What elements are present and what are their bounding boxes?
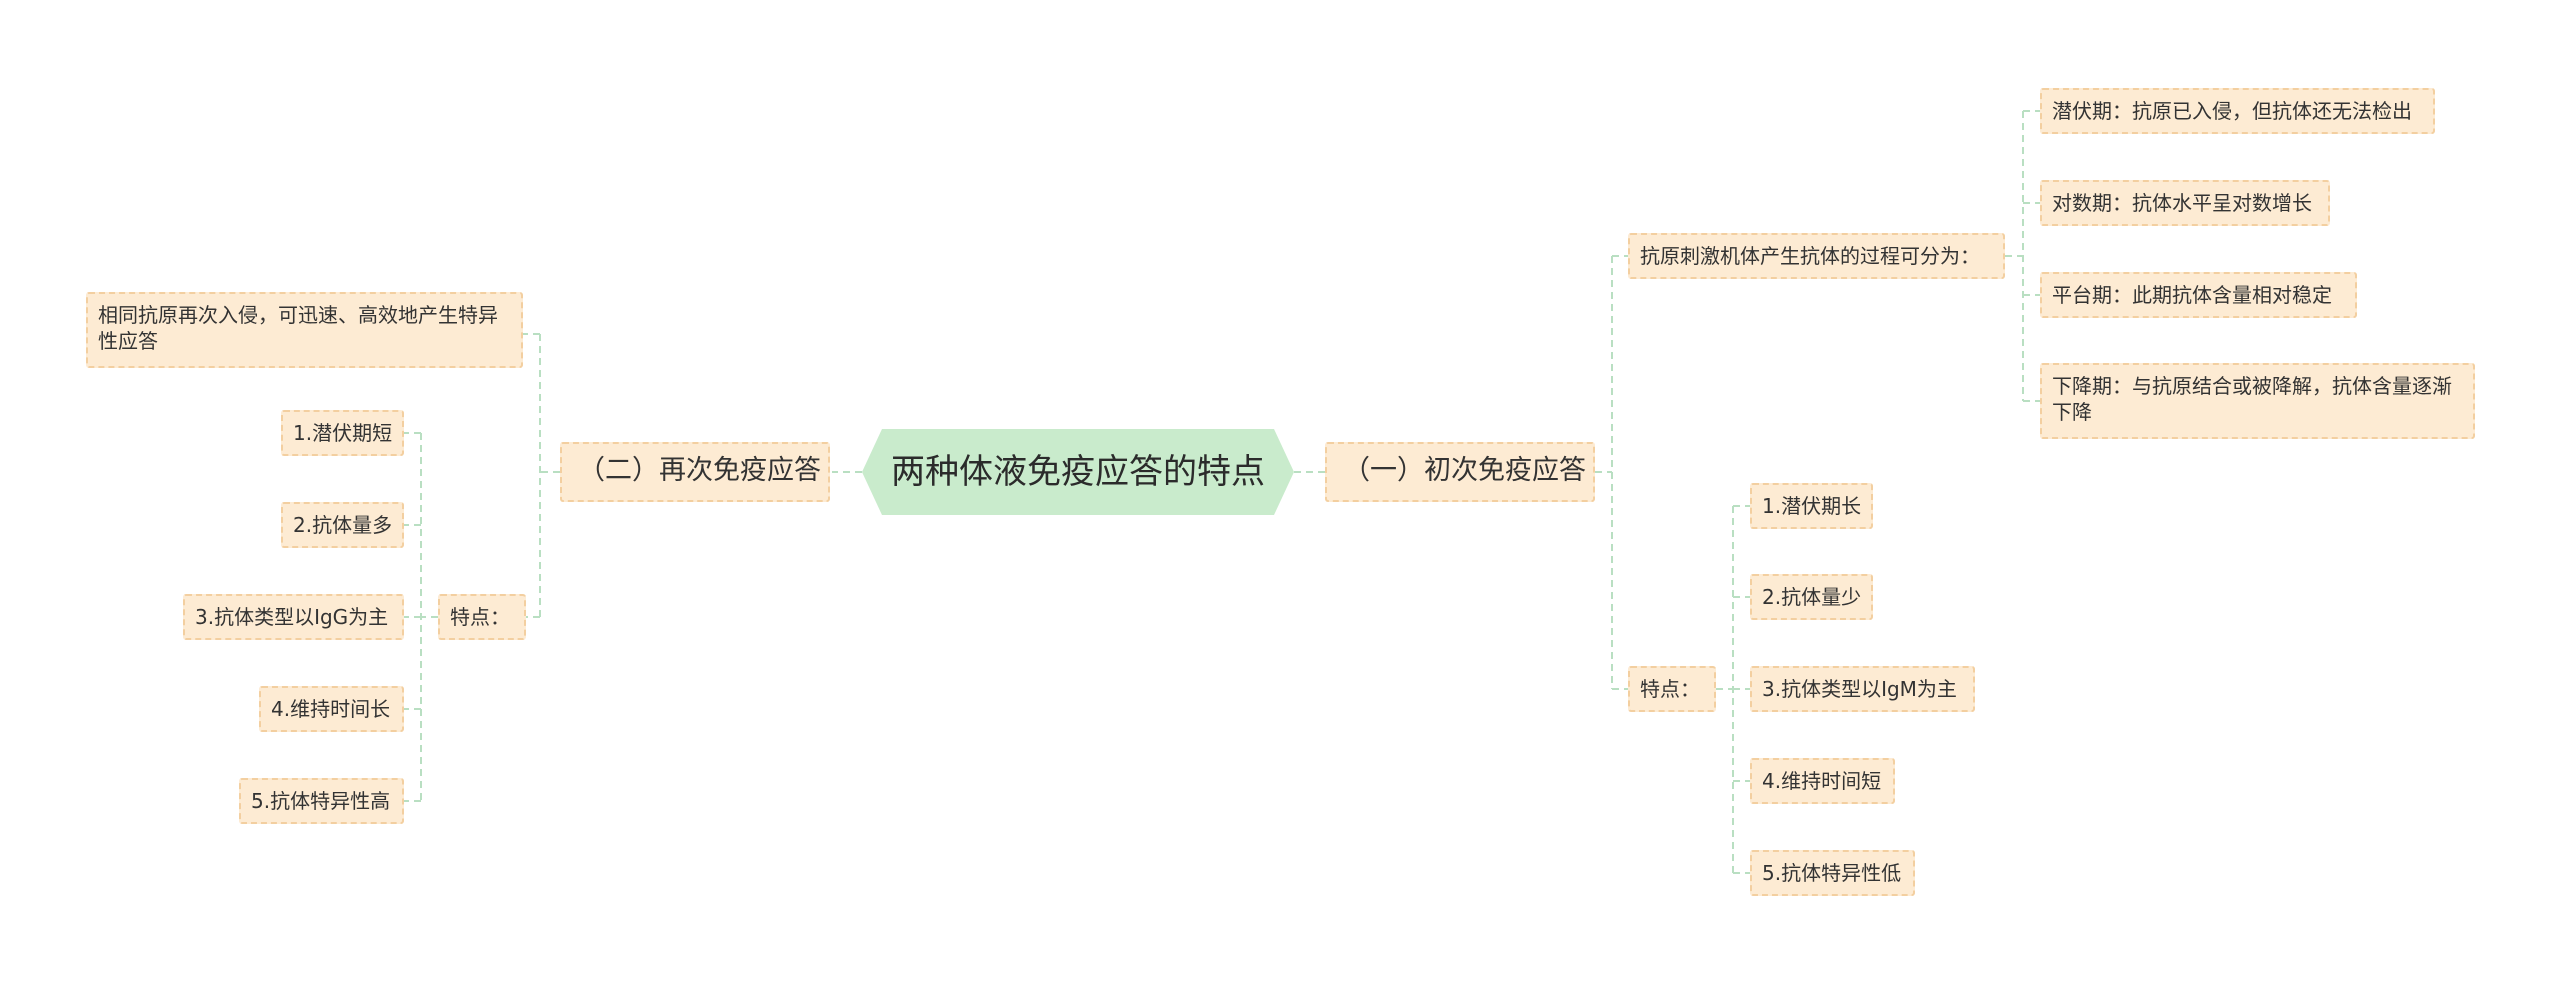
- stage-node-latent[interactable]: 潜伏期：抗原已入侵，但抗体还无法检出: [2040, 88, 2435, 134]
- stage-node-plateau[interactable]: 平台期：此期抗体含量相对稳定: [2040, 272, 2357, 318]
- primary-response-node[interactable]: （一）初次免疫应答: [1325, 442, 1595, 502]
- process-node[interactable]: 抗原刺激机体产生抗体的过程可分为：: [1628, 233, 2005, 279]
- secondary-feature-item[interactable]: 2.抗体量多: [281, 502, 404, 548]
- secondary-feature-item[interactable]: 4.维持时间长: [259, 686, 404, 732]
- primary-features-node[interactable]: 特点：: [1628, 666, 1716, 712]
- primary-feature-item[interactable]: 2.抗体量少: [1750, 574, 1873, 620]
- secondary-feature-item[interactable]: 3.抗体类型以IgG为主: [183, 594, 404, 640]
- root-topic[interactable]: 两种体液免疫应答的特点: [862, 429, 1294, 515]
- secondary-response-node[interactable]: （二）再次免疫应答: [560, 442, 830, 502]
- stage-node-log[interactable]: 对数期：抗体水平呈对数增长: [2040, 180, 2330, 226]
- primary-feature-item[interactable]: 5.抗体特异性低: [1750, 850, 1915, 896]
- primary-feature-item[interactable]: 3.抗体类型以IgM为主: [1750, 666, 1975, 712]
- primary-feature-item[interactable]: 1.潜伏期长: [1750, 483, 1873, 529]
- primary-feature-item[interactable]: 4.维持时间短: [1750, 758, 1895, 804]
- stage-node-decline[interactable]: 下降期：与抗原结合或被降解，抗体含量逐渐下降: [2040, 363, 2475, 439]
- secondary-feature-item[interactable]: 1.潜伏期短: [281, 410, 404, 456]
- secondary-features-node[interactable]: 特点：: [438, 594, 526, 640]
- secondary-description-node[interactable]: 相同抗原再次入侵，可迅速、高效地产生特异性应答: [86, 292, 523, 368]
- secondary-feature-item[interactable]: 5.抗体特异性高: [239, 778, 404, 824]
